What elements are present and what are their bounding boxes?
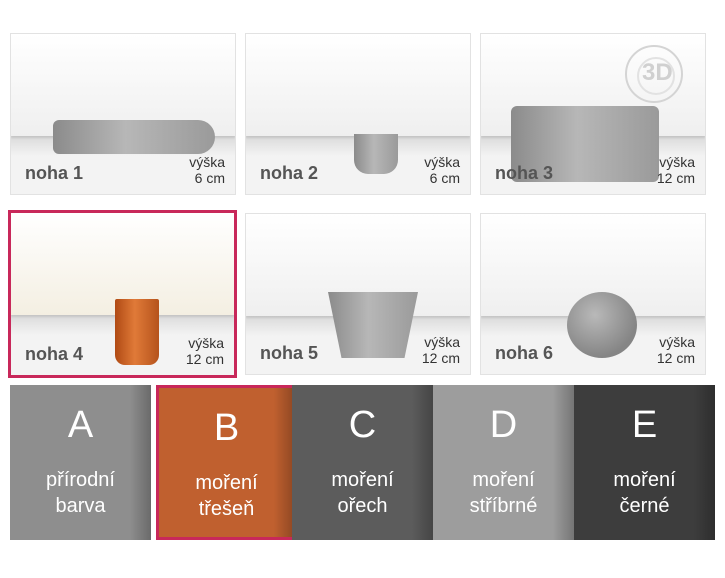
leg-option-5[interactable]: noha 5 výška 12 cm bbox=[245, 213, 471, 375]
leg-height: výška 12 cm bbox=[656, 154, 695, 186]
finish-letter: D bbox=[489, 404, 518, 446]
leg-foot bbox=[115, 299, 159, 365]
leg-option-2[interactable]: noha 2 výška 6 cm bbox=[245, 33, 471, 195]
leg-label: noha 5 bbox=[260, 343, 319, 363]
leg-foot bbox=[53, 120, 215, 154]
leg-foot bbox=[511, 106, 659, 182]
leg-foot bbox=[567, 292, 637, 358]
bed-base bbox=[11, 34, 235, 136]
leg-height: výška 6 cm bbox=[424, 154, 460, 186]
leg-label: noha 2 bbox=[260, 163, 319, 183]
finish-letter: A bbox=[67, 404, 94, 446]
leg-label: noha 1 bbox=[25, 163, 84, 183]
leg-label: noha 4 bbox=[25, 344, 84, 364]
leg-height: výška 6 cm bbox=[189, 154, 225, 186]
leg-label: noha 3 bbox=[495, 163, 554, 183]
leg-height: výška 12 cm bbox=[421, 334, 460, 366]
leg-foot bbox=[328, 292, 418, 358]
finish-letter: B bbox=[213, 407, 240, 449]
leg-label: noha 6 bbox=[495, 343, 554, 363]
leg-option-4[interactable]: noha 4 výška 12 cm bbox=[8, 210, 237, 378]
finish-letter: E bbox=[631, 404, 658, 446]
bed-base bbox=[11, 213, 234, 315]
3d-logo: 3D bbox=[625, 45, 683, 103]
leg-height: výška 12 cm bbox=[185, 335, 224, 367]
finish-letter: C bbox=[348, 404, 377, 446]
leg-foot bbox=[354, 134, 398, 174]
leg-options-grid: noha 1 výška 6 cm noha 2 výška 6 cm noha… bbox=[8, 33, 706, 378]
leg-option-6[interactable]: noha 6 výška 12 cm bbox=[480, 213, 706, 375]
bed-base bbox=[246, 34, 470, 136]
leg-option-1[interactable]: noha 1 výška 6 cm bbox=[10, 33, 236, 195]
leg-height: výška 12 cm bbox=[656, 334, 695, 366]
